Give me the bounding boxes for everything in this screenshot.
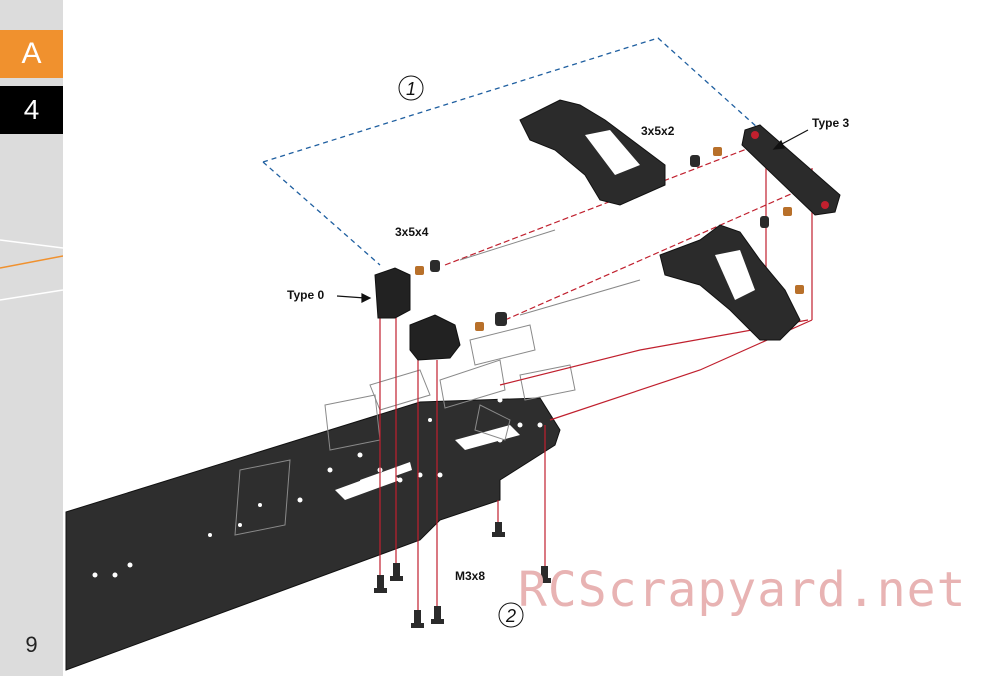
bushings (415, 147, 804, 331)
label-type-3: Type 3 (812, 116, 849, 130)
assembly-diagram: Type 0 Type 3 3x5x4 3x5x2 M3x8 1 2 RCScr… (65, 37, 966, 671)
step-1-marker: 1 (398, 75, 424, 101)
type-3-link (741, 124, 841, 216)
watermark: RCScrapyard.net (518, 562, 966, 618)
upper-arm-cutout (585, 130, 640, 175)
page-number: 9 (25, 632, 38, 657)
lower-arm-cutout (715, 250, 755, 300)
holder-type-1 (409, 314, 461, 361)
step-1-frame (262, 37, 759, 266)
step-2-marker: 2 (498, 602, 524, 628)
sidebar-decoration (0, 239, 63, 301)
callout-arrows (336, 129, 809, 303)
chassis-slot-mid (360, 462, 412, 488)
svg-text:1: 1 (406, 79, 416, 99)
chassis-holes (92, 397, 543, 578)
svg-text:2: 2 (505, 606, 516, 626)
sidebar: A 4 9 (0, 0, 63, 676)
label-screw-m3x8: M3x8 (455, 569, 485, 583)
section-letter-tab: A (0, 30, 63, 78)
label-bushing-3x5x4: 3x5x4 (395, 225, 429, 239)
section-number-tab: 4 (0, 86, 63, 134)
label-type-0: Type 0 (287, 288, 324, 302)
label-bushing-3x5x2: 3x5x2 (641, 124, 675, 138)
hinge-pins (459, 229, 641, 316)
screws (374, 522, 551, 628)
upper-suspension-arm (519, 99, 666, 206)
guide-lines (379, 139, 813, 615)
holder-type-0 (374, 267, 411, 319)
chassis-slot-front (455, 425, 520, 450)
